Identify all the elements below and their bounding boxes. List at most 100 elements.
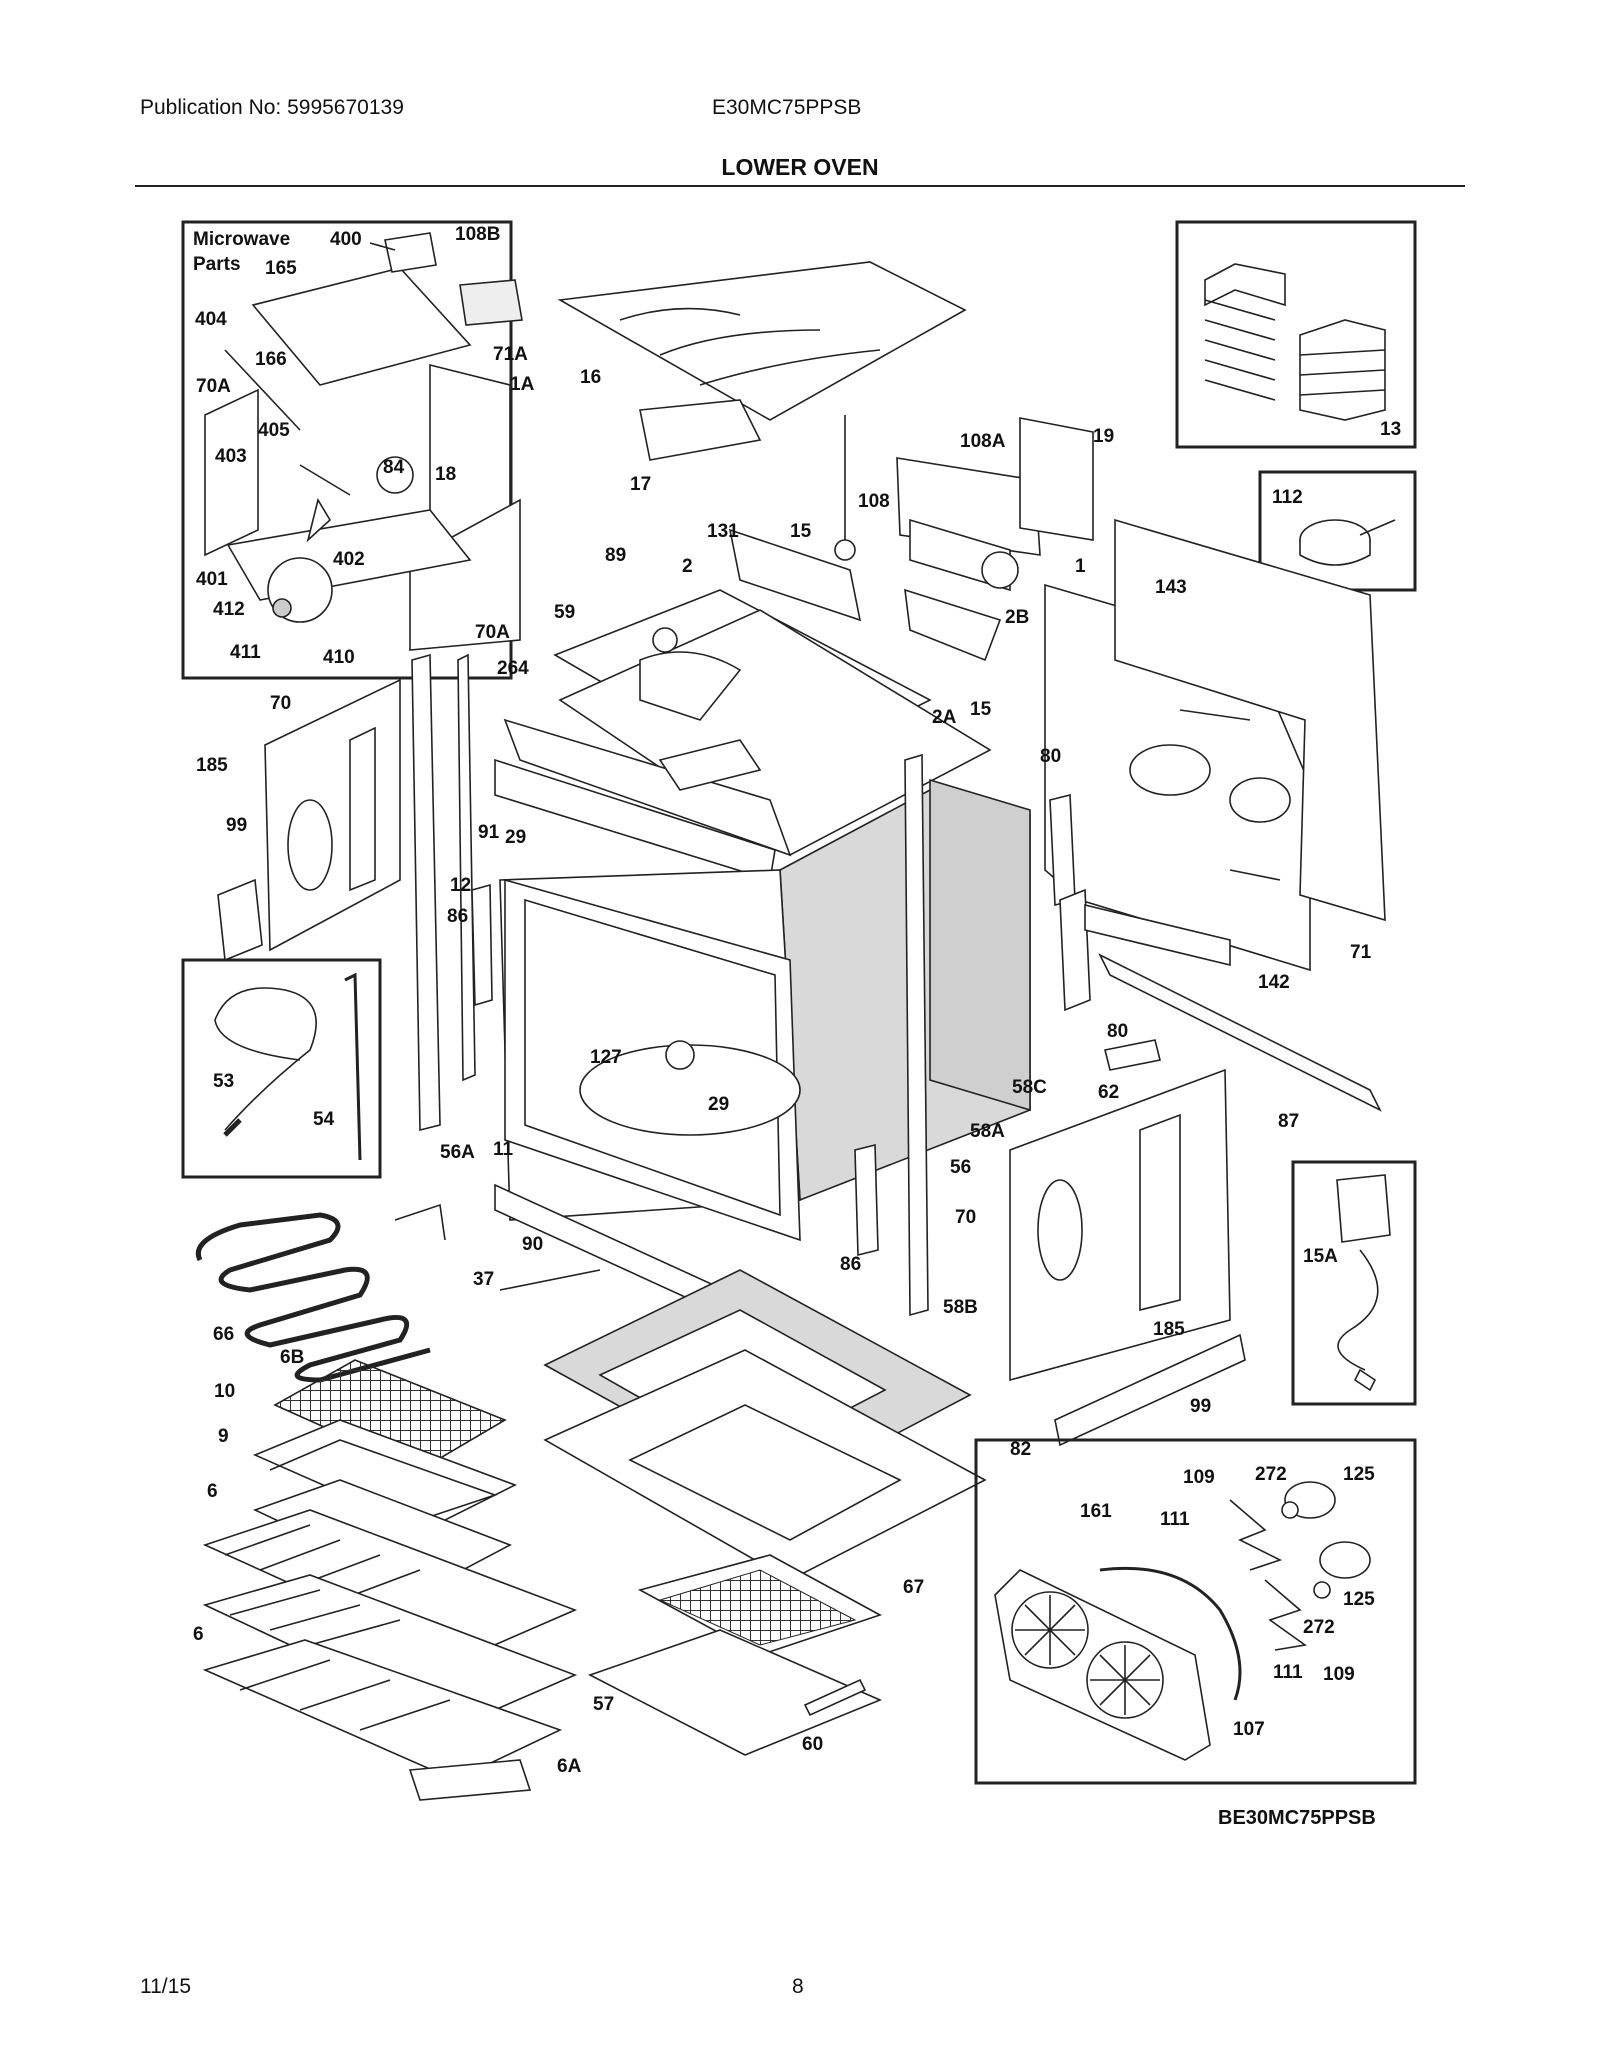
page-number: 8 xyxy=(792,1975,804,1998)
convection-fan-inset xyxy=(974,1438,1417,1785)
callout-labels: 400 108B 165 404 166 71A 1A 70A 405 84 1… xyxy=(193,224,1401,1777)
callout-2: 2 xyxy=(682,556,693,577)
callout-70A-top: 70A xyxy=(196,376,231,397)
microwave-parts-drawing xyxy=(204,232,523,651)
callout-58B: 58B xyxy=(943,1297,978,1318)
top-cover-16 xyxy=(557,261,967,461)
callout-264: 264 xyxy=(497,658,529,679)
brackets xyxy=(1049,793,1382,1112)
callout-111-bot: 111 xyxy=(1273,1662,1303,1683)
callout-9: 9 xyxy=(218,1426,229,1447)
callout-58A: 58A xyxy=(970,1121,1005,1142)
callout-6-bot: 6 xyxy=(193,1624,204,1645)
callout-108: 108 xyxy=(858,491,890,512)
page-title: LOWER OVEN xyxy=(721,154,879,180)
control-module-drawing xyxy=(1336,1174,1391,1392)
callout-89: 89 xyxy=(605,545,626,566)
callout-80-top: 80 xyxy=(1040,746,1061,767)
control-module-inset xyxy=(1291,1160,1417,1406)
oven-cavity xyxy=(499,778,1031,1242)
callout-15-top: 15 xyxy=(790,521,812,542)
callout-56A: 56A xyxy=(440,1142,475,1163)
oven-racks xyxy=(202,1359,578,1801)
microwave-parts-inset xyxy=(181,220,513,680)
callout-29-top: 29 xyxy=(505,827,526,848)
callout-16: 16 xyxy=(580,367,601,388)
diagram-code: BE30MC75PPSB xyxy=(1218,1807,1376,1829)
callout-410: 410 xyxy=(323,647,355,668)
callout-56: 56 xyxy=(950,1157,971,1178)
oven-top-panels xyxy=(494,528,992,882)
callout-57: 57 xyxy=(593,1694,614,1715)
callout-80-bot: 80 xyxy=(1107,1021,1128,1042)
convection-fan-drawing xyxy=(994,1481,1371,1761)
publication-number: Publication No: 5995670139 xyxy=(140,96,404,119)
callout-127: 127 xyxy=(590,1047,622,1068)
blower-assembly xyxy=(834,415,1094,662)
callout-12: 12 xyxy=(450,875,471,896)
callout-1A: 1A xyxy=(510,374,535,395)
callout-37: 37 xyxy=(473,1269,494,1290)
callout-82: 82 xyxy=(1010,1439,1031,1460)
callout-99-left: 99 xyxy=(226,815,247,836)
callout-10: 10 xyxy=(214,1381,235,1402)
callout-70-left: 70 xyxy=(270,693,291,714)
thermostat-drawing xyxy=(1299,519,1396,566)
callout-143: 143 xyxy=(1155,577,1187,598)
publication-date: 11/15 xyxy=(140,1975,191,1998)
callout-165: 165 xyxy=(265,258,297,279)
callout-15-mid: 15 xyxy=(970,699,992,720)
broil-element xyxy=(196,1203,601,1383)
callout-15A: 15A xyxy=(1303,1246,1338,1267)
inset-title-line2: Parts xyxy=(193,254,241,275)
callout-109-bot: 109 xyxy=(1323,1664,1355,1685)
callout-71: 71 xyxy=(1350,942,1372,963)
callout-84: 84 xyxy=(383,457,405,478)
rack-drawing xyxy=(1204,263,1386,421)
callout-54: 54 xyxy=(313,1109,335,1130)
callout-18: 18 xyxy=(435,464,456,485)
callout-109-top: 109 xyxy=(1183,1467,1215,1488)
callout-86-left: 86 xyxy=(447,906,468,927)
callout-400: 400 xyxy=(330,229,362,250)
callout-111-top: 111 xyxy=(1160,1509,1190,1530)
callout-62: 62 xyxy=(1098,1082,1119,1103)
callout-6-top: 6 xyxy=(207,1481,218,1502)
callout-6B: 6B xyxy=(280,1347,304,1368)
callout-13: 13 xyxy=(1380,419,1401,440)
callout-99-right: 99 xyxy=(1190,1396,1211,1417)
inset-title: Microwave Parts xyxy=(193,229,290,275)
oven-rack-inset xyxy=(1175,220,1417,449)
side-panels xyxy=(217,653,1246,1447)
callout-87: 87 xyxy=(1278,1111,1299,1132)
callout-17: 17 xyxy=(630,474,651,495)
callout-405: 405 xyxy=(258,420,290,441)
callout-401: 401 xyxy=(196,569,228,590)
callout-142: 142 xyxy=(1258,972,1290,993)
callout-19: 19 xyxy=(1093,426,1114,447)
callout-108A: 108A xyxy=(960,431,1006,452)
callout-125-top: 125 xyxy=(1343,1464,1375,1485)
callout-108B: 108B xyxy=(455,224,500,245)
callout-90: 90 xyxy=(522,1234,543,1255)
callout-125-bot: 125 xyxy=(1343,1589,1375,1610)
callout-411: 411 xyxy=(230,642,261,663)
callout-272-top: 272 xyxy=(1255,1464,1287,1485)
callout-412: 412 xyxy=(213,599,245,620)
callout-185-left: 185 xyxy=(196,755,228,776)
callout-29-mid: 29 xyxy=(708,1094,729,1115)
callout-402: 402 xyxy=(333,549,365,570)
callout-70A-bot: 70A xyxy=(475,622,510,643)
callout-91: 91 xyxy=(478,822,500,843)
callout-404: 404 xyxy=(195,309,227,330)
callout-11: 11 xyxy=(493,1139,514,1160)
callout-58C: 58C xyxy=(1012,1077,1047,1098)
bottom-panels xyxy=(543,1269,987,1581)
callout-6A: 6A xyxy=(557,1756,582,1777)
callout-107: 107 xyxy=(1233,1719,1265,1740)
rear-panels xyxy=(1044,518,1386,972)
callout-2B: 2B xyxy=(1005,607,1029,628)
callout-53: 53 xyxy=(213,1071,234,1092)
bake-element xyxy=(587,1554,883,1756)
